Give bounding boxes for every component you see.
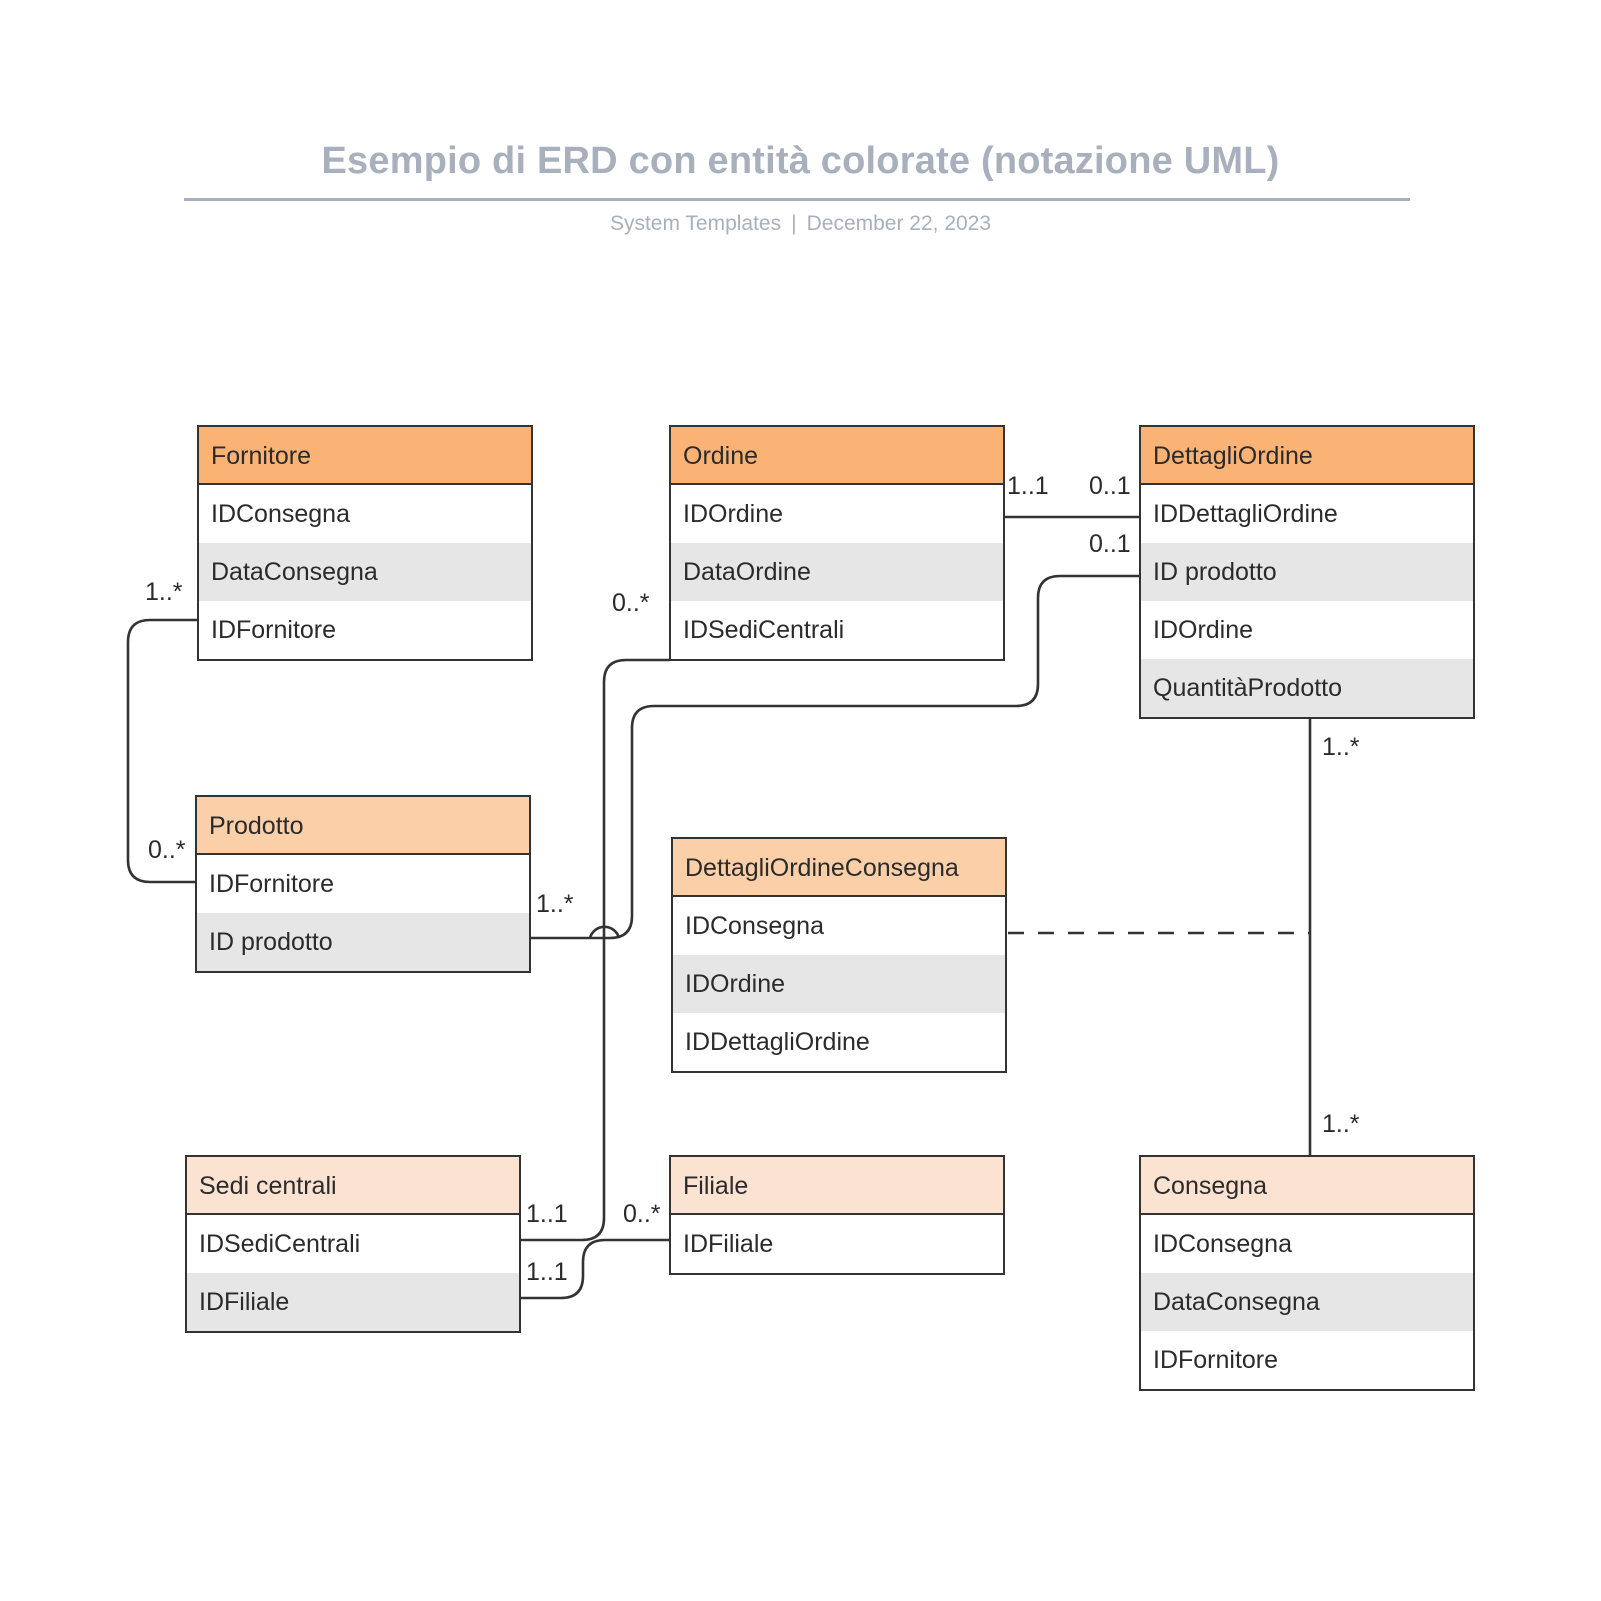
- attribute-row: IDDettagliOrdine: [685, 1028, 870, 1056]
- page-subtitle: System Templates | December 22, 2023: [0, 212, 1601, 236]
- attribute-row: IDFiliale: [187, 1273, 519, 1331]
- entity-ordine[interactable]: Ordine IDOrdine DataOrdine IDSediCentral…: [669, 425, 1005, 661]
- cardinality-label: 1..*: [1322, 1110, 1360, 1138]
- attribute-row: IDConsegna: [211, 500, 350, 528]
- attribute-row: DataConsegna: [199, 543, 531, 601]
- entity-filiale[interactable]: Filiale IDFiliale: [669, 1155, 1005, 1275]
- entity-header-fornitore: Fornitore: [199, 427, 531, 485]
- attribute-row: IDSediCentrali: [199, 1230, 361, 1258]
- entity-fornitore[interactable]: Fornitore IDConsegna DataConsegna IDForn…: [197, 425, 533, 661]
- attribute-row: DataConsegna: [1141, 1273, 1473, 1331]
- cardinality-label: 1..1: [1007, 472, 1049, 500]
- attribute-row: DataOrdine: [671, 543, 1003, 601]
- entity-header-sedi-centrali: Sedi centrali: [187, 1157, 519, 1215]
- attribute-row: IDOrdine: [1153, 616, 1254, 644]
- subtitle-source: System Templates: [609, 212, 782, 235]
- cardinality-label: 1..*: [536, 890, 574, 918]
- entity-consegna[interactable]: Consegna IDConsegna DataConsegna IDForni…: [1139, 1155, 1475, 1391]
- attribute-row: IDFiliale: [683, 1230, 774, 1258]
- cardinality-label: 0..*: [148, 836, 186, 864]
- edge-sedicentrali-filiale: [519, 1238, 672, 1300]
- title-divider: [184, 198, 1410, 201]
- page-title: Esempio di ERD con entità colorate (nota…: [321, 140, 1280, 182]
- entity-dettagliordine[interactable]: DettagliOrdine IDDettagliOrdine ID prodo…: [1139, 425, 1475, 719]
- cardinality-label: 0..*: [623, 1200, 661, 1228]
- attribute-row: IDFornitore: [211, 616, 337, 644]
- attribute-row: IDFornitore: [1153, 1346, 1279, 1374]
- attribute-row: ID prodotto: [1141, 543, 1473, 601]
- cardinality-label: 0..1: [1089, 472, 1131, 500]
- edge-prodotto-dettagliordine: [531, 574, 1139, 940]
- attribute-row: IDConsegna: [1153, 1230, 1292, 1258]
- edge-fornitore-prodotto: [126, 618, 197, 884]
- cardinality-label: 1..1: [526, 1258, 568, 1286]
- entity-header-dettagliordineconsegna: DettagliOrdineConsegna: [673, 839, 1005, 897]
- cardinality-label: 1..1: [526, 1200, 568, 1228]
- attribute-row: IDOrdine: [683, 500, 784, 528]
- attribute-row: IDFornitore: [209, 870, 335, 898]
- line-hop: [588, 925, 621, 939]
- entity-header-filiale: Filiale: [671, 1157, 1003, 1215]
- cardinality-label: 0..1: [1089, 530, 1131, 558]
- subtitle-date: December 22, 2023: [806, 212, 992, 235]
- entity-header-dettagliordine: DettagliOrdine: [1141, 427, 1473, 485]
- attribute-row: IDSediCentrali: [683, 616, 845, 644]
- entity-prodotto[interactable]: Prodotto IDFornitore ID prodotto: [195, 795, 531, 973]
- attribute-row: IDDettagliOrdine: [1153, 500, 1338, 528]
- cardinality-label: 1..*: [1322, 733, 1360, 761]
- cardinality-label: 1..*: [145, 578, 183, 606]
- subtitle-separator: |: [791, 212, 797, 235]
- cardinality-label: 0..*: [612, 589, 650, 617]
- attribute-row: IDOrdine: [673, 955, 1005, 1013]
- entity-dettagliordineconsegna[interactable]: DettagliOrdineConsegna IDConsegna IDOrdi…: [671, 837, 1007, 1073]
- entity-header-prodotto: Prodotto: [197, 797, 529, 855]
- attribute-row: IDConsegna: [685, 912, 824, 940]
- entity-sedi-centrali[interactable]: Sedi centrali IDSediCentrali IDFiliale: [185, 1155, 521, 1333]
- edge-sedicentrali-ordine: [519, 658, 669, 1242]
- attribute-row: QuantitàProdotto: [1141, 659, 1473, 717]
- entity-header-consegna: Consegna: [1141, 1157, 1473, 1215]
- entity-header-ordine: Ordine: [671, 427, 1003, 485]
- attribute-row: ID prodotto: [197, 913, 529, 971]
